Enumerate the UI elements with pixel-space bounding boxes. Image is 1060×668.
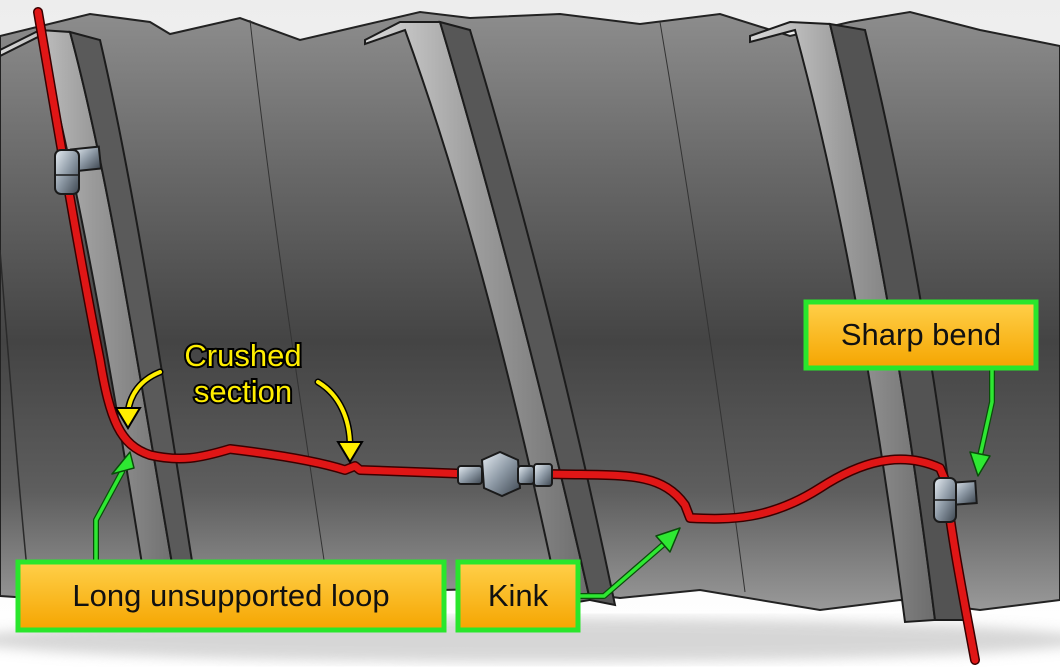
sharp-bend-label-text: Sharp bend xyxy=(841,317,1001,352)
crushed-callout-line2: section xyxy=(194,374,292,409)
long-loop-label: Long unsupported loop xyxy=(15,559,447,633)
kink-label-text: Kink xyxy=(488,578,549,613)
long-loop-label-text: Long unsupported loop xyxy=(72,578,389,613)
kink-label: Kink xyxy=(455,559,581,633)
clamp-icon xyxy=(933,477,978,523)
crushed-section-arrows xyxy=(114,368,364,464)
tube-union-icon xyxy=(457,450,553,498)
leader-lines xyxy=(93,367,995,599)
crushed-section-callout: Crushed section xyxy=(182,336,303,411)
clamp-icon xyxy=(54,145,103,195)
sharp-bend-label: Sharp bend xyxy=(803,299,1039,371)
crushed-callout-line1: Crushed xyxy=(184,338,301,373)
